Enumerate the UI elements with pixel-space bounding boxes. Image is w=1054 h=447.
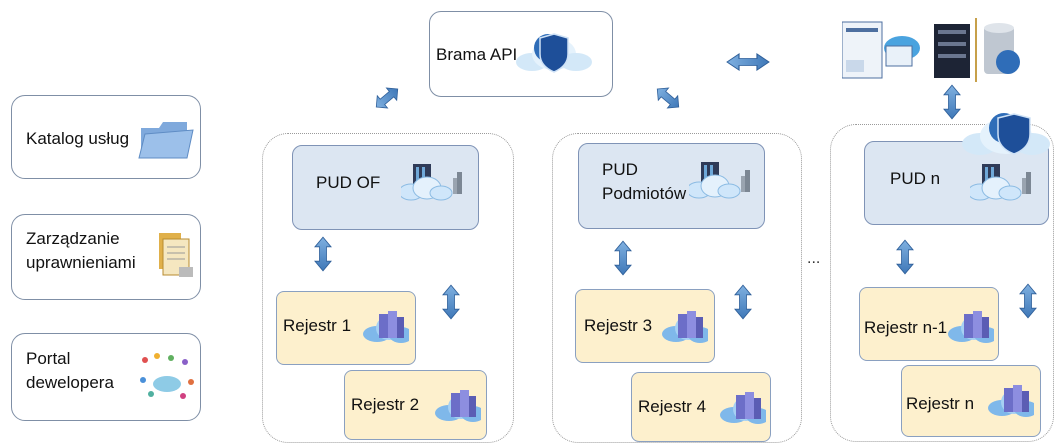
ellipsis: ...	[807, 250, 821, 267]
cloud-server-icon	[401, 164, 463, 201]
registry-n-1-box: Rejestr n-1	[859, 287, 999, 361]
pud-n-box: PUD n	[864, 141, 1049, 225]
cloud-database-icon	[988, 385, 1034, 417]
arrow-pud-to-registry	[1019, 283, 1037, 319]
portal-label-line2: dewelopera	[26, 373, 114, 392]
arrow-pud-to-registry	[442, 284, 460, 320]
pud-entities-label-line2: Podmiotów	[602, 184, 687, 203]
folder-icon	[138, 122, 194, 159]
documents-icon	[159, 233, 193, 277]
permissions-label-line2: uprawnieniami	[26, 253, 136, 272]
cloud-database-icon	[720, 392, 766, 424]
shield-cloud-icon	[962, 113, 1050, 155]
catalog-box: Katalog usług	[11, 95, 201, 179]
group-n: PUD n Rejestr n-1 Rejestr n	[830, 124, 1054, 442]
arrow-gateway-to-servers	[726, 53, 770, 71]
catalog-label: Katalog usług	[26, 129, 130, 148]
cloud-server-icon	[689, 162, 751, 199]
registry-2-box: Rejestr 2	[344, 370, 487, 440]
registry-4-label: Rejestr 4	[638, 397, 707, 416]
arrow-pud-to-registry	[896, 239, 914, 275]
arrow-pud-to-registry	[314, 236, 332, 272]
permissions-box: Zarządzanie uprawnieniami	[11, 214, 201, 300]
cloud-database-icon	[363, 311, 409, 343]
registry-n-label: Rejestr n	[906, 394, 975, 413]
registry-1-box: Rejestr 1	[276, 291, 416, 365]
pud-of-box: PUD OF	[292, 145, 479, 230]
registry-n-1-label: Rejestr n-1	[864, 318, 948, 337]
arrow-gateway-to-group2	[651, 82, 685, 114]
api-gateway-label: Brama API	[436, 45, 518, 64]
registry-1-label: Rejestr 1	[283, 316, 352, 335]
network-cloud-icon	[140, 353, 194, 399]
cloud-server-icon	[970, 164, 1032, 201]
cloud-database-icon	[948, 311, 994, 343]
developer-portal-box: Portal dewelopera	[11, 333, 201, 421]
registry-3-label: Rejestr 3	[584, 316, 653, 335]
pud-n-label: PUD n	[890, 169, 941, 188]
pud-entities-label-line1: PUD	[602, 160, 638, 179]
pud-of-label: PUD OF	[316, 173, 381, 192]
arrow-pud-to-registry	[734, 284, 752, 320]
pud-entities-box: PUD Podmiotów	[578, 143, 765, 229]
portal-label-line1: Portal	[26, 349, 71, 368]
registry-n-box: Rejestr n	[901, 365, 1041, 437]
registry-3-box: Rejestr 3	[575, 289, 715, 363]
group-of: PUD OF Rejestr 1 Rejestr 2	[262, 133, 514, 443]
shield-cloud-icon	[516, 33, 592, 73]
permissions-label-line1: Zarządzanie	[26, 229, 120, 248]
group-entities: PUD Podmiotów Rejestr 3 Rejestr 4	[552, 133, 802, 443]
servers-icon	[842, 18, 1020, 82]
arrow-pud-to-registry	[614, 240, 632, 276]
arrow-gateway-to-group1	[370, 82, 404, 114]
registry-2-label: Rejestr 2	[351, 395, 420, 414]
registry-4-box: Rejestr 4	[631, 372, 771, 442]
cloud-database-icon	[435, 390, 481, 422]
cloud-database-icon	[662, 311, 708, 343]
api-gateway-box: Brama API	[429, 11, 613, 97]
